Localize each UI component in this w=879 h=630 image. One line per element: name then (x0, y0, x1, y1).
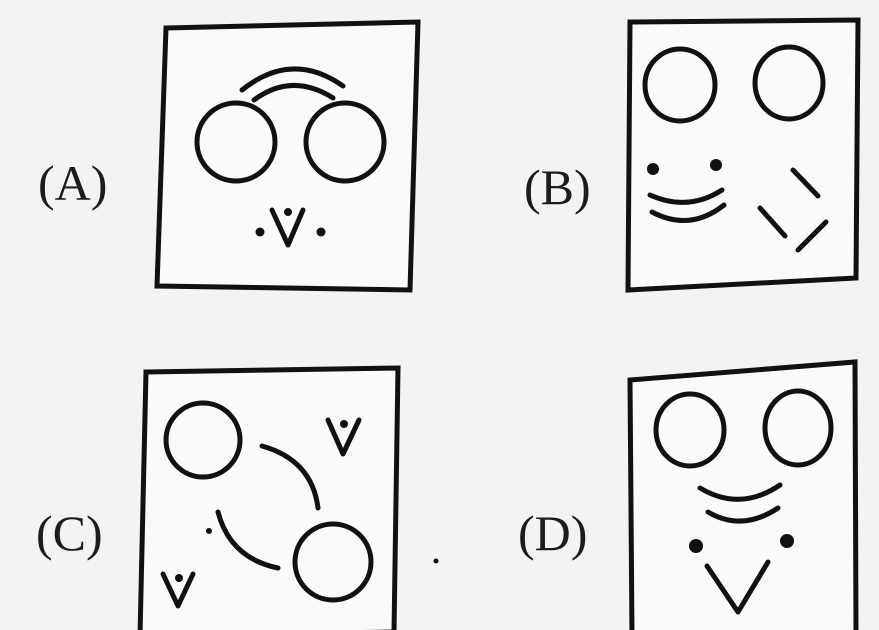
option-a-nose-dot-left (255, 227, 265, 237)
option-a-brow-outer (239, 66, 346, 93)
option-d-brow-inner (705, 505, 781, 524)
option-a-frame (154, 19, 421, 293)
option-c-nose-top-dot (340, 420, 348, 428)
option-c-figure (137, 365, 401, 630)
option-label-b: (B) (524, 159, 591, 215)
option-d-right-eye (762, 388, 834, 468)
option-b-brow-outer (647, 187, 725, 205)
option-d-figure (627, 359, 859, 630)
option-label-a: (A) (38, 155, 108, 211)
option-d-left-eye (653, 391, 727, 469)
option-c-eye-top-left (163, 400, 243, 480)
option-a-brow-inner (251, 83, 336, 103)
option-d-dot-right (780, 534, 794, 548)
option-b-frame (625, 17, 861, 293)
option-label-c: (C) (36, 505, 103, 561)
option-d-brow-outer (697, 482, 783, 502)
speck (433, 558, 439, 564)
option-c-eye-bottom-right (292, 521, 374, 603)
option-b-right-eye (752, 44, 826, 122)
option-a-right-eye (303, 100, 387, 184)
option-b-nose-stroke-2 (757, 205, 788, 239)
option-d-nose-v (704, 559, 771, 615)
option-b-nose-stroke-1 (790, 167, 821, 199)
option-d-dot-left (689, 539, 703, 553)
option-c-nose-bottom-v (160, 571, 196, 609)
option-c-nose-top-v (325, 417, 362, 457)
option-c-stray-dot (206, 528, 212, 534)
option-a-nose-dot-top (284, 208, 292, 216)
option-c-nose-bottom-dot (175, 574, 183, 582)
option-b-brow-inner (649, 202, 727, 223)
option-b-dot-right (710, 159, 722, 171)
option-d-frame (627, 359, 859, 630)
option-b-dot-left (647, 163, 659, 175)
option-label-d: (D) (518, 505, 588, 561)
option-c-brow-upper (259, 443, 321, 511)
option-c-brow-lower (215, 509, 281, 571)
option-a-nose-v (269, 207, 306, 248)
option-b-left-eye (642, 46, 718, 124)
option-b-figure (625, 17, 861, 293)
option-b-nose-stroke-3 (795, 219, 829, 253)
option-a-nose-dot-right (316, 227, 326, 237)
option-a-left-eye (194, 100, 278, 184)
option-a-figure (154, 19, 421, 293)
